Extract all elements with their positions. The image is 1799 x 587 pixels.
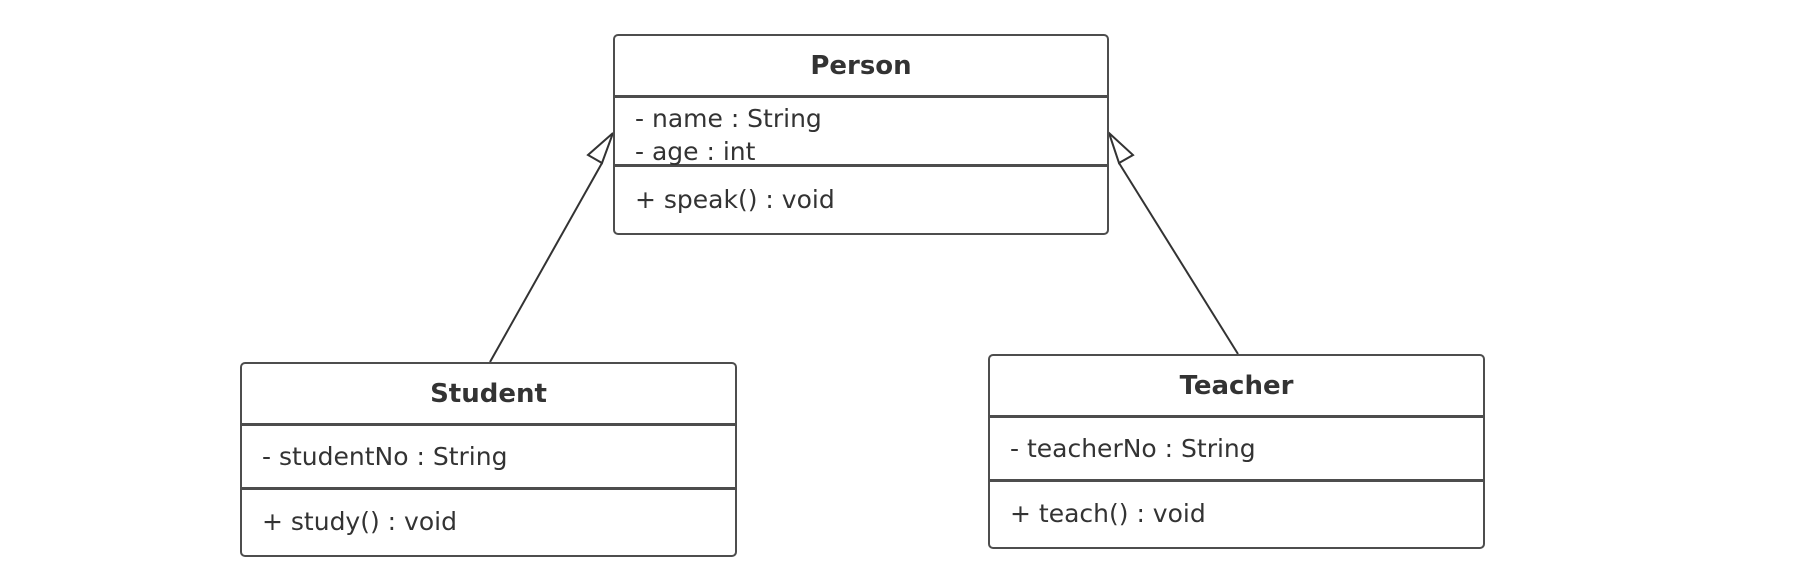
operation: + study() : void bbox=[262, 507, 457, 536]
operation: + teach() : void bbox=[1010, 499, 1206, 528]
attributes-section: - name : String - age : int bbox=[615, 98, 1107, 167]
operation: + speak() : void bbox=[635, 185, 835, 214]
class-name: Teacher bbox=[990, 356, 1483, 418]
operations-section: + teach() : void bbox=[990, 482, 1483, 545]
attributes-section: - teacherNo : String bbox=[990, 418, 1483, 482]
class-teacher[interactable]: Teacher - teacherNo : String + teach() :… bbox=[988, 354, 1485, 549]
attribute: - teacherNo : String bbox=[1010, 434, 1256, 463]
generalization-line-teacher-person bbox=[1118, 162, 1239, 355]
class-name: Person bbox=[615, 36, 1107, 98]
operations-section: + speak() : void bbox=[615, 167, 1107, 232]
attribute: - age : int bbox=[635, 137, 756, 166]
inheritance-arrow-icon bbox=[1106, 129, 1135, 165]
class-student[interactable]: Student - studentNo : String + study() :… bbox=[240, 362, 737, 557]
class-person[interactable]: Person - name : String - age : int + spe… bbox=[613, 34, 1109, 235]
attribute: - studentNo : String bbox=[262, 442, 508, 471]
operations-section: + study() : void bbox=[242, 490, 735, 553]
generalization-line-student-person bbox=[489, 162, 603, 363]
inheritance-arrow-icon bbox=[586, 132, 614, 165]
class-name: Student bbox=[242, 364, 735, 426]
attribute: - name : String bbox=[635, 104, 822, 133]
attributes-section: - studentNo : String bbox=[242, 426, 735, 490]
